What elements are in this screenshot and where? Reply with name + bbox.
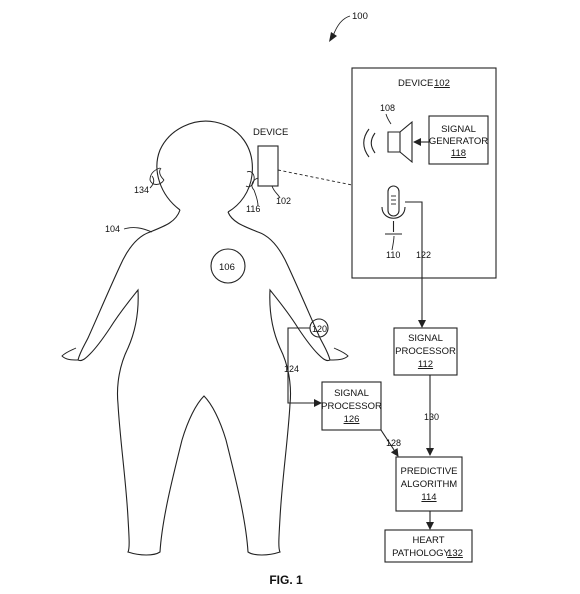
ref-102-small: 102 xyxy=(276,196,291,206)
ref-110-leader xyxy=(391,235,395,251)
signal-processor-126-num: 126 xyxy=(344,414,360,425)
ref-108: 108 xyxy=(380,103,395,113)
figure-reference-100: 100 xyxy=(329,11,368,42)
ref-128: 128 xyxy=(386,438,401,448)
signal-processor-126-box xyxy=(321,381,382,431)
heart-marker xyxy=(210,248,246,284)
person-right-hand xyxy=(329,347,349,361)
person-hair xyxy=(149,167,165,185)
ref-100-arrowhead xyxy=(329,32,337,42)
signal-generator-line1: SIGNAL xyxy=(441,124,476,135)
ref-100-text: 100 xyxy=(352,11,368,22)
ref-120: 120 xyxy=(312,324,327,334)
processor-126-to-algorithm-arrow xyxy=(380,429,399,457)
signal-processor-126-line2: PROCESSOR xyxy=(321,401,382,412)
signal-generator-line2: GENERATOR xyxy=(429,136,488,147)
predictive-line1: PREDICTIVE xyxy=(400,466,457,477)
heart-pathology-num: 132 xyxy=(447,548,463,559)
device-label: DEVICE xyxy=(253,127,288,138)
device-box-title: DEVICE xyxy=(398,78,433,89)
wrist-to-processor-126-line xyxy=(287,327,322,407)
heart-pathology-line2: PATHOLOGY xyxy=(392,548,450,559)
signal-generator-num: 118 xyxy=(451,148,466,159)
predictive-line2: ALGORITHM xyxy=(401,479,458,490)
heart-pathology-line1: HEART xyxy=(412,535,444,546)
ref-110: 110 xyxy=(386,250,400,260)
signal-generator-box xyxy=(428,115,489,165)
person-head xyxy=(156,120,253,213)
ref-130: 130 xyxy=(424,412,439,422)
speaker-icon xyxy=(363,120,413,164)
ref-122: 122 xyxy=(416,250,431,260)
device-link-dashed xyxy=(277,169,353,186)
predictive-num: 114 xyxy=(421,492,436,503)
ear-device-body xyxy=(257,145,279,187)
ear-device-hook xyxy=(251,177,259,191)
mic-output-line xyxy=(405,201,423,278)
ref-106: 106 xyxy=(219,262,235,273)
ref-116-leader xyxy=(253,189,259,207)
device-box: DEVICE 102 108 SIGNAL GENERATOR 118 110 xyxy=(351,67,497,279)
ear-device: DEVICE 102 116 xyxy=(246,127,291,214)
signal-processor-112-box xyxy=(393,327,458,376)
person-left-hand xyxy=(61,347,79,361)
device-box-frame xyxy=(351,67,497,279)
predictive-algorithm-box xyxy=(395,456,463,512)
signal-processor-112-num: 112 xyxy=(418,359,433,370)
signal-processor-126-line1: SIGNAL xyxy=(334,388,369,399)
ref-102-leader xyxy=(271,185,281,199)
ref-104-leader xyxy=(123,227,153,233)
ref-134-leader xyxy=(149,175,155,189)
ref-100-leader xyxy=(332,15,351,37)
ref-104: 104 xyxy=(105,224,120,234)
ref-124: 124 xyxy=(284,364,299,374)
signal-processor-112-line1: SIGNAL xyxy=(408,333,443,344)
ref-108-leader xyxy=(385,113,392,125)
signal-processor-112-line2: PROCESSOR xyxy=(395,346,456,357)
ref-116: 116 xyxy=(246,204,260,214)
heart-pathology-box xyxy=(384,529,473,563)
microphone-icon xyxy=(381,185,406,235)
ref-134: 134 xyxy=(134,185,149,195)
person-outline xyxy=(61,120,349,556)
figure-caption: FIG. 1 xyxy=(269,573,303,587)
person-body xyxy=(77,209,331,556)
device-box-num: 102 xyxy=(434,78,450,89)
